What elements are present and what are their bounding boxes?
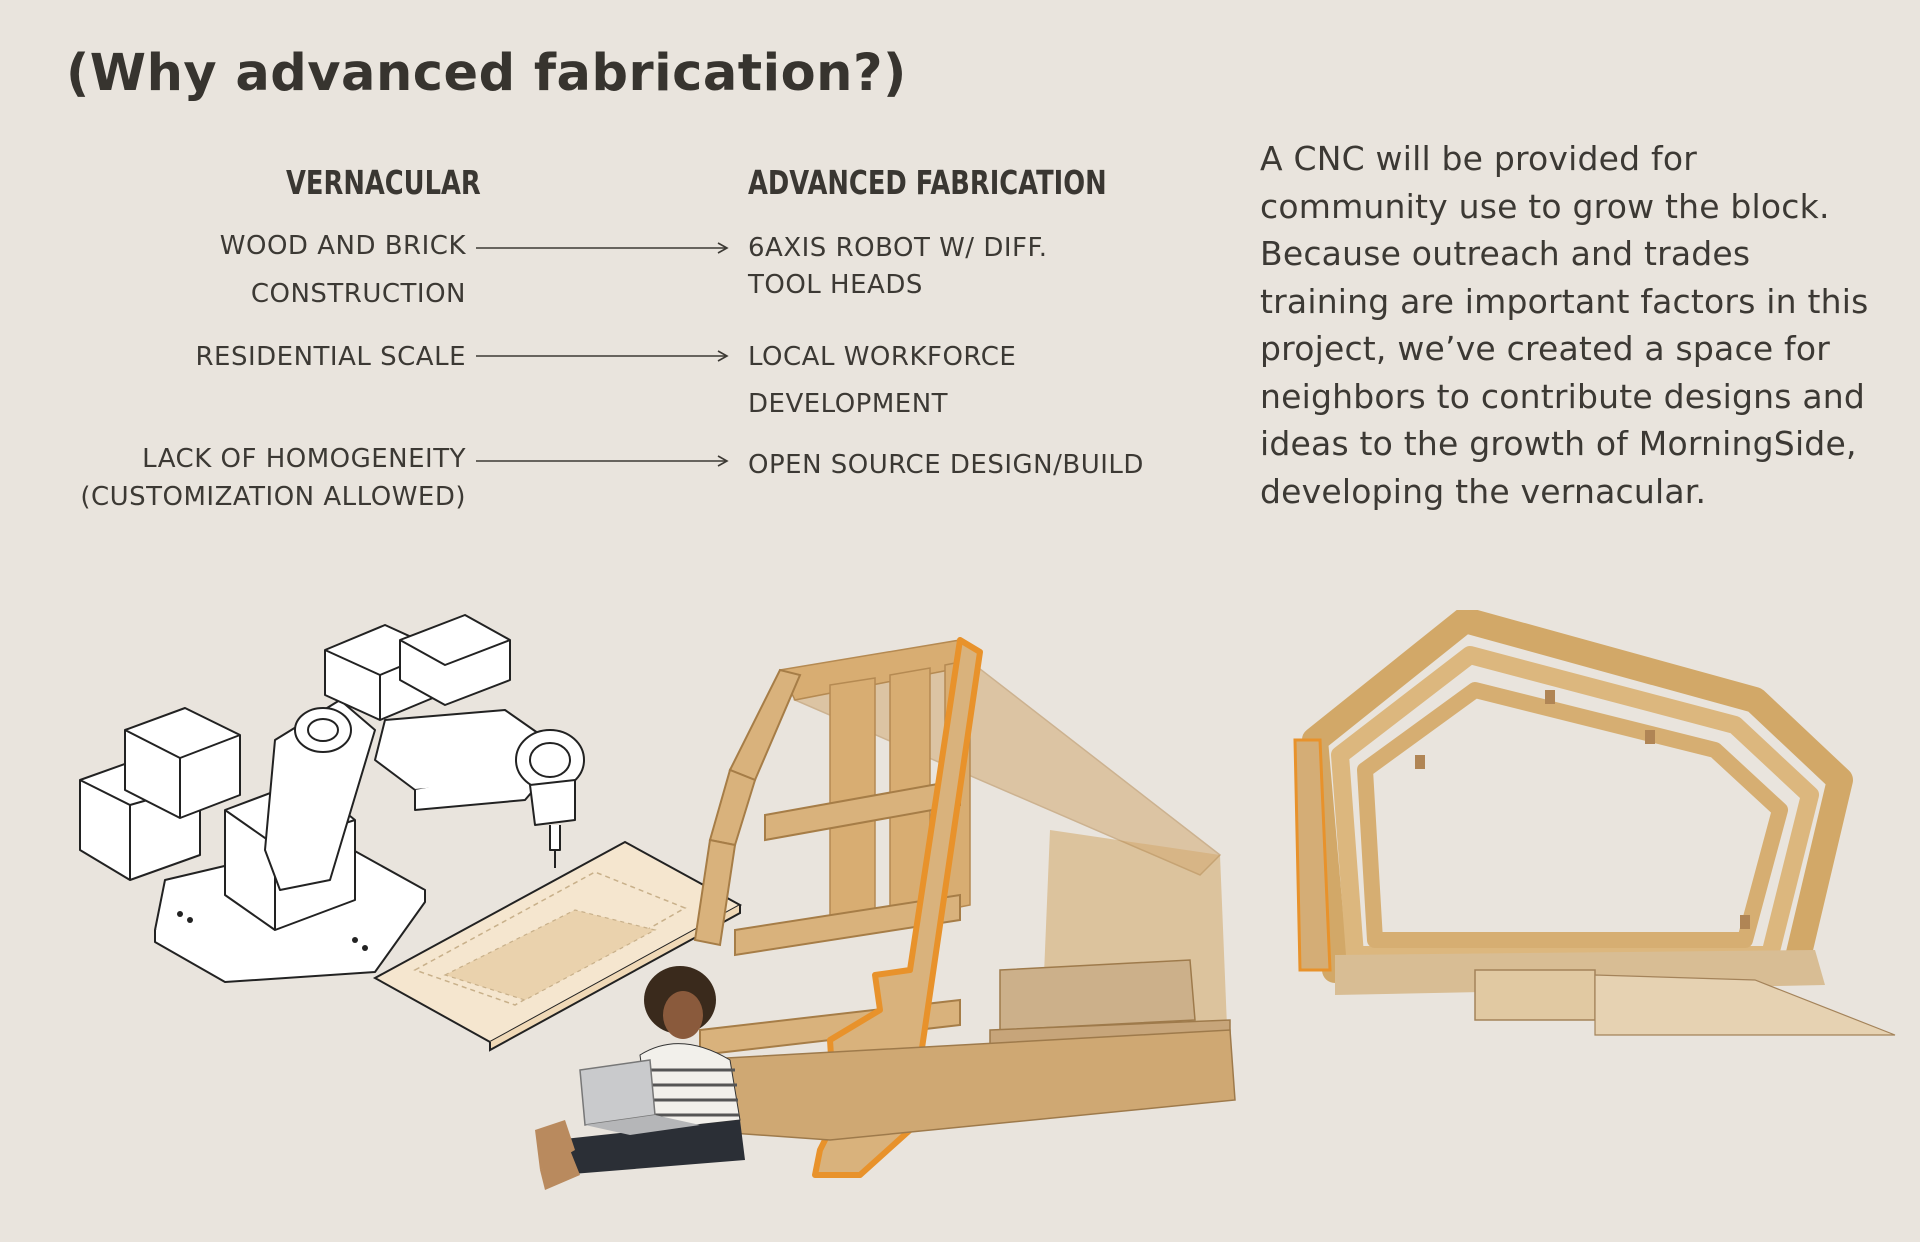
- robot-arm-illustration: [79, 614, 743, 1052]
- vernacular-item-3a: LACK OF HOMOGENEITY: [142, 444, 466, 474]
- arrow-icon: [476, 455, 729, 467]
- vernacular-heading: VERNACULAR: [286, 163, 481, 202]
- advanced-item-2a: LOCAL WORKFORCE: [748, 342, 1017, 372]
- vernacular-item-3b: (CUSTOMIZATION ALLOWED): [80, 482, 466, 512]
- advanced-item-1b: TOOL HEADS: [748, 270, 923, 300]
- vernacular-item-2: RESIDENTIAL SCALE: [195, 342, 466, 372]
- advanced-fabrication-heading: ADVANCED FABRICATION: [748, 163, 1107, 202]
- arrow-icon: [476, 350, 729, 362]
- vernacular-item-1b: CONSTRUCTION: [250, 279, 466, 309]
- arrow-icon: [476, 242, 729, 254]
- advanced-item-3: OPEN SOURCE DESIGN/BUILD: [748, 450, 1144, 480]
- vernacular-item-1a: WOOD AND BRICK: [219, 231, 466, 261]
- plywood-frame-structure-photo: [1293, 610, 1896, 1036]
- cnc-description: A CNC will be provided for community use…: [1260, 139, 1869, 511]
- page-title: (Why advanced fabrication?): [66, 44, 907, 103]
- advanced-item-2b: DEVELOPMENT: [748, 389, 949, 419]
- pavilion-with-person-photo: [535, 637, 1236, 1190]
- advanced-item-1a: 6AXIS ROBOT W/ DIFF.: [748, 233, 1048, 263]
